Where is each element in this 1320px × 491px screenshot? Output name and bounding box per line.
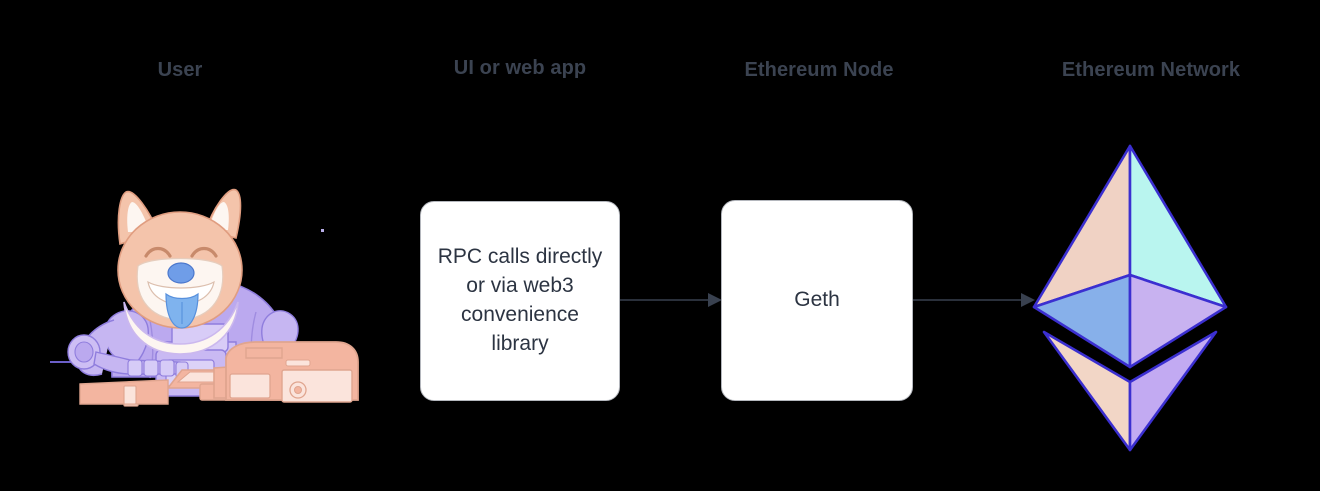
arrow-ui-to-node [620, 293, 722, 307]
user-illustration-shiba-astronaut [50, 188, 359, 407]
ethereum-logo-icon [1032, 144, 1228, 452]
column-heading-user: User [157, 59, 203, 81]
column-heading-ethereum-node: Ethereum Node [744, 59, 894, 81]
process-box-geth-label: Geth [794, 288, 840, 312]
shiba-head [117, 188, 243, 355]
process-box-geth[interactable]: Geth [721, 200, 913, 401]
eth-facet-mid-right [1128, 273, 1228, 369]
eth-facet-bottom-right [1128, 330, 1218, 452]
process-box-rpc-calls[interactable]: RPC calls directly or via web3 convenien… [420, 201, 620, 401]
arrow-node-to-network [913, 293, 1035, 307]
process-box-rpc-calls-label: RPC calls directly or via web3 convenien… [437, 245, 603, 355]
decorative-speck [321, 229, 324, 232]
column-heading-ui-or-web-app: UI or web app [453, 57, 587, 79]
column-heading-ethereum-network: Ethereum Network [1061, 59, 1241, 81]
retro-computer [79, 341, 359, 407]
